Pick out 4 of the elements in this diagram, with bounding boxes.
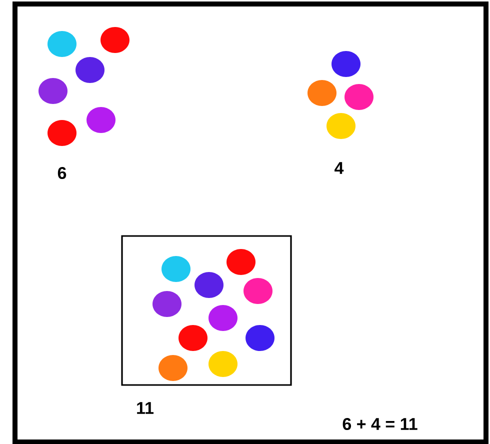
- number-label: 11: [137, 402, 154, 414]
- number-label: 4: [334, 162, 344, 174]
- number-label: 6: [58, 166, 66, 180]
- number-label: 6 + 4 = 11: [342, 418, 418, 430]
